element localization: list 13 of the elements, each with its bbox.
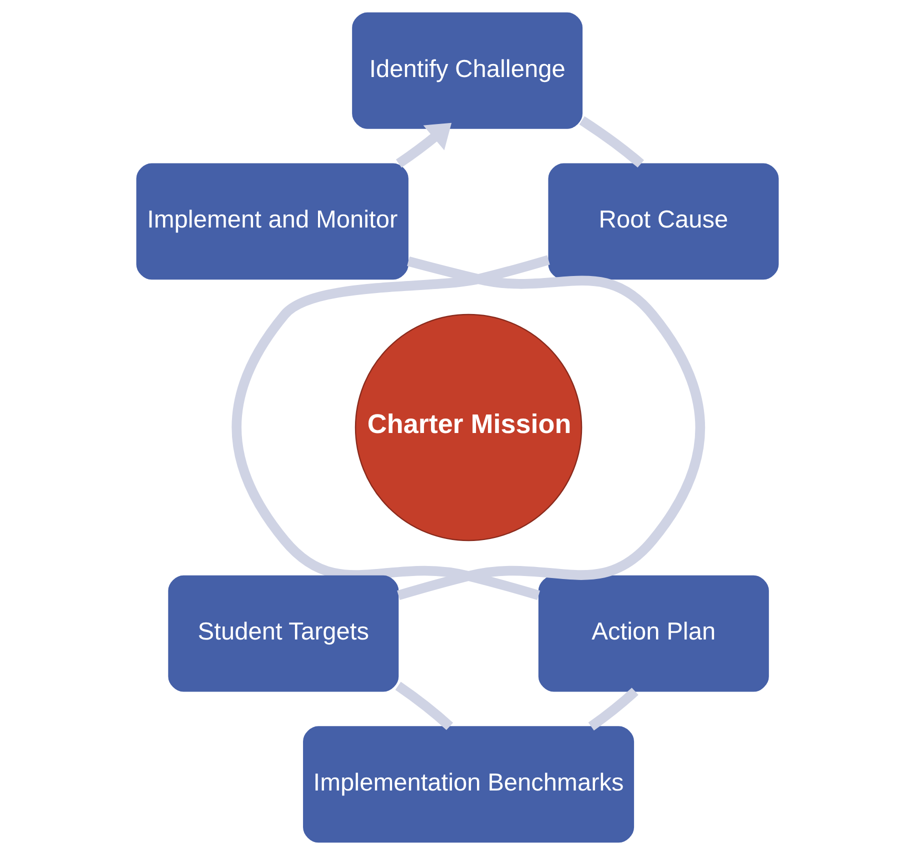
connector: [588, 688, 638, 731]
node-box: Action Plan: [538, 575, 768, 692]
node-box: Root Cause: [548, 163, 778, 280]
arrow: [395, 122, 452, 168]
node-box: Implementation Benchmarks: [302, 726, 634, 843]
node-box: Identify Challenge: [352, 12, 582, 129]
node-circle: Charter Mission: [354, 314, 582, 542]
node-box: Student Targets: [168, 575, 398, 692]
connector: [231, 255, 550, 600]
node-box: Implement and Monitor: [136, 163, 408, 280]
connector: [578, 116, 644, 168]
connector: [396, 256, 704, 600]
connector: [394, 682, 453, 730]
